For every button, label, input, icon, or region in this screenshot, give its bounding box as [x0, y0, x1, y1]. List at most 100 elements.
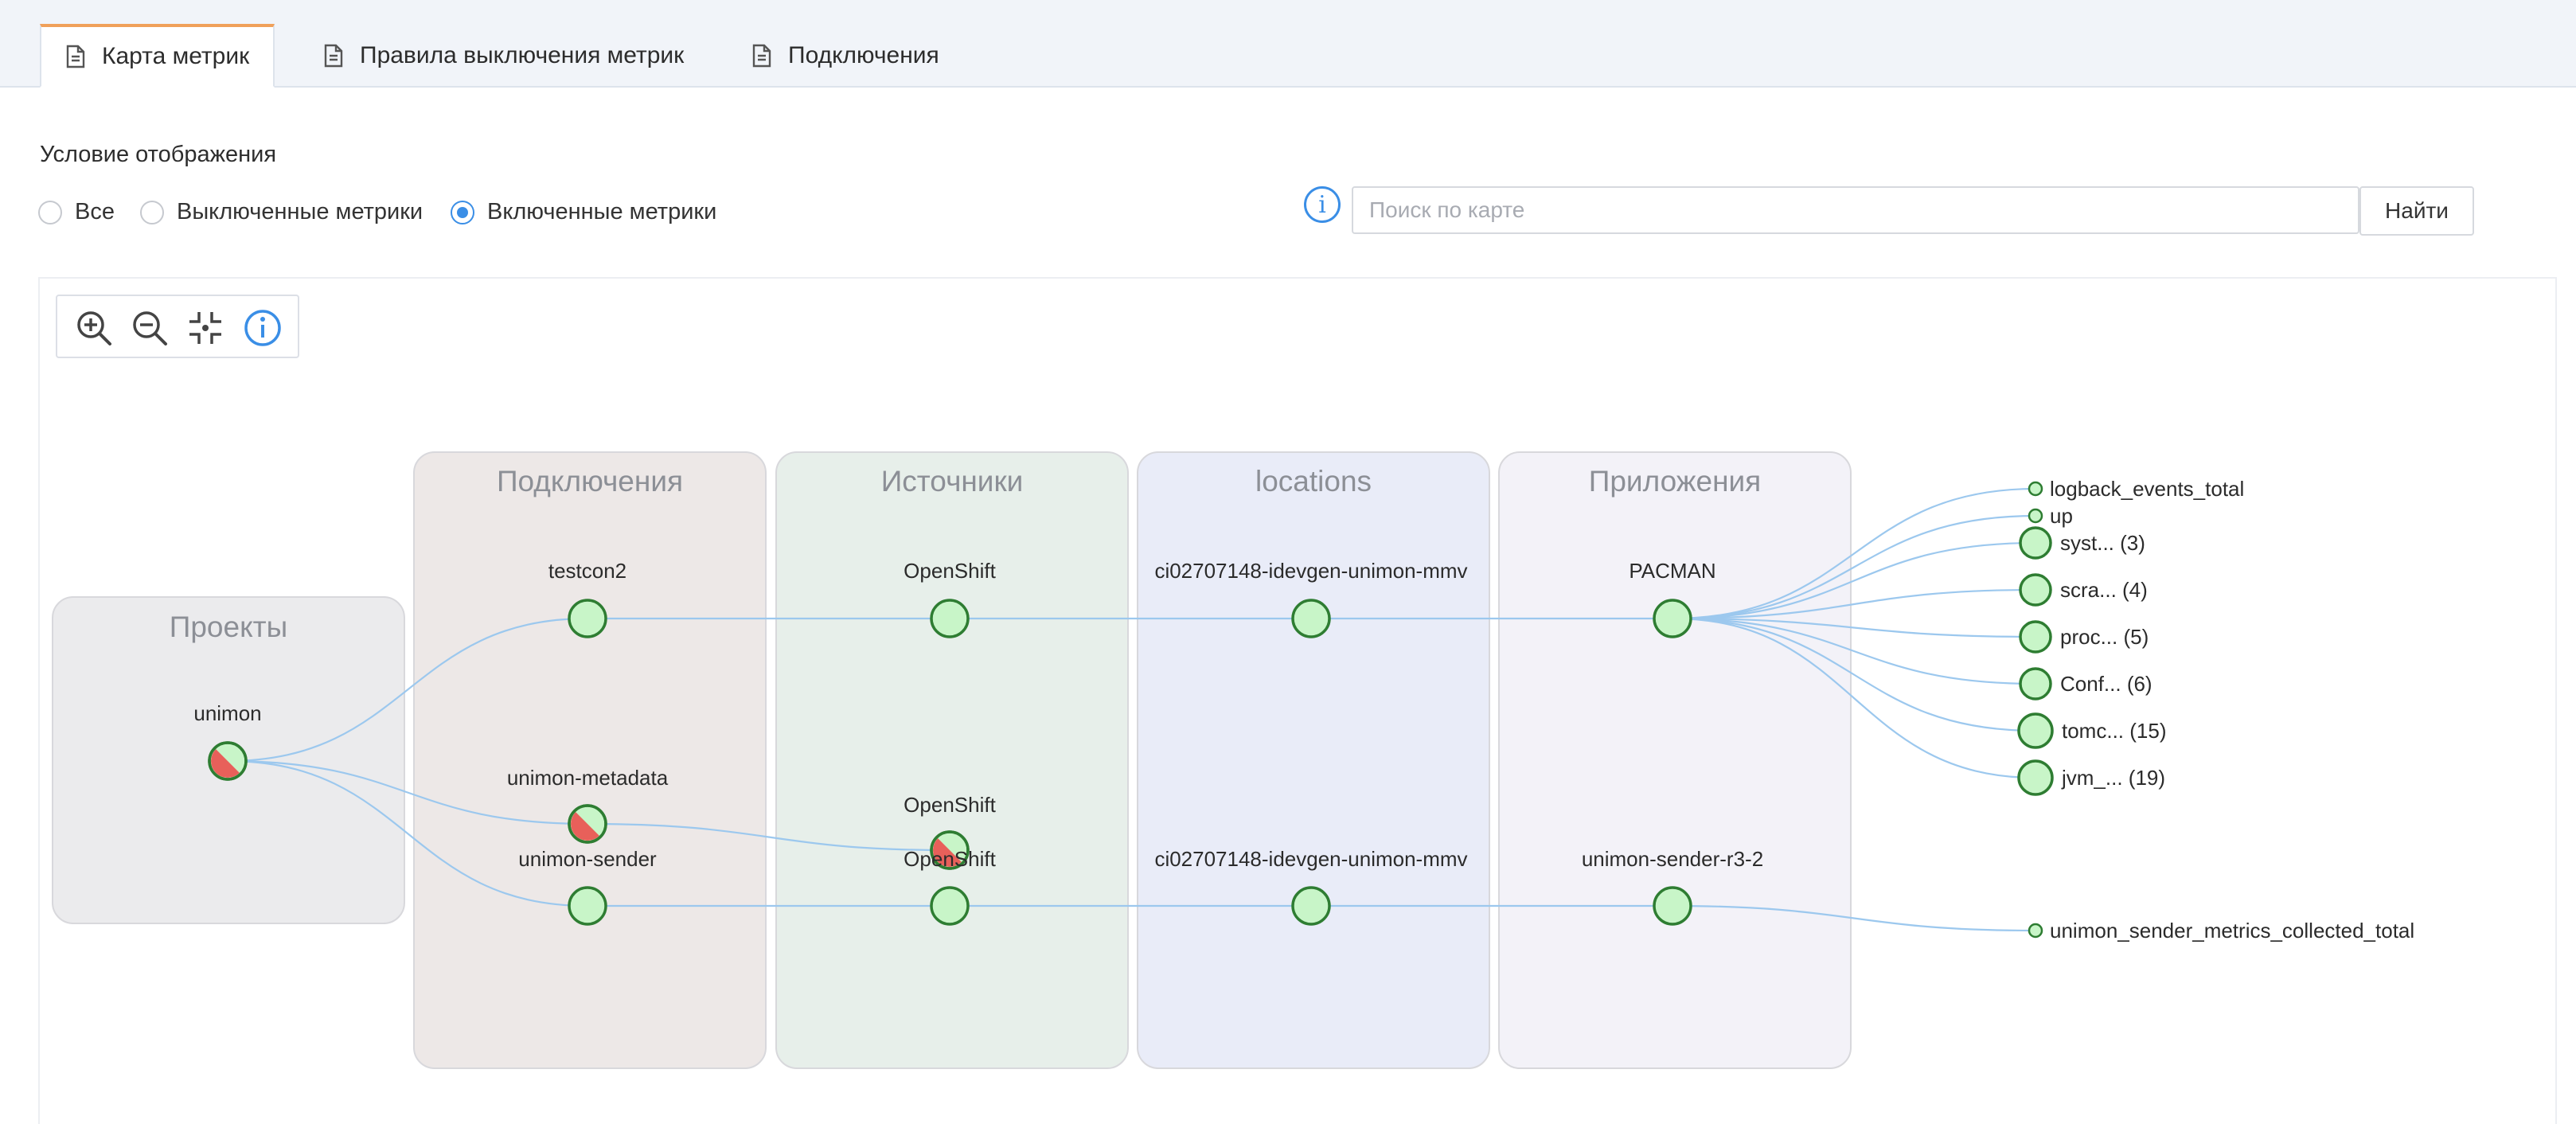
display-condition-label: Условие отображения: [40, 142, 277, 167]
radio-circle[interactable]: [140, 200, 164, 224]
node-circle[interactable]: [568, 599, 607, 638]
tab-disable-rules[interactable]: Правила выключения метрик: [323, 24, 684, 88]
column-connections-title: Подключения: [497, 465, 683, 498]
radio-label: Выключенные метрики: [177, 199, 423, 224]
graph-edge: [1672, 541, 2036, 620]
map-search-input[interactable]: [1352, 186, 2359, 234]
metric-circle[interactable]: [2019, 573, 2052, 607]
graph-edge: [1672, 487, 2036, 620]
node-label: OpenShift: [904, 559, 996, 583]
radio-all[interactable]: Все: [38, 199, 115, 225]
node-label: unimon-sender: [518, 847, 657, 871]
node-label: unimon-metadata: [507, 766, 669, 790]
graph-node[interactable]: [568, 886, 607, 926]
radio-circle[interactable]: [451, 200, 474, 224]
node-label: ci02707148-idevgen-unimon-mmv: [1154, 559, 1467, 583]
metric-circle[interactable]: [2028, 508, 2043, 524]
tab-bar: Карта метрик Правила выключения метрик П…: [0, 0, 2576, 88]
node-circle[interactable]: [568, 886, 607, 926]
metric-node[interactable]: [2019, 620, 2052, 654]
metric-circle[interactable]: [2019, 620, 2052, 654]
tab-metrics-map[interactable]: Карта метрик: [40, 24, 275, 88]
metric-node[interactable]: [2017, 759, 2054, 796]
metric-circle[interactable]: [2028, 481, 2043, 497]
zoom-out-icon[interactable]: [129, 307, 170, 349]
metric-node[interactable]: [2019, 667, 2052, 701]
column-applications-title: Приложения: [1589, 465, 1761, 498]
metric-label: jvm_... (19): [2061, 766, 2165, 790]
node-label: OpenShift: [904, 793, 996, 817]
graph-node[interactable]: [1291, 886, 1331, 926]
info-icon[interactable]: [242, 307, 283, 349]
radio-circle[interactable]: [38, 200, 62, 224]
graph-node[interactable]: [1653, 886, 1692, 926]
node-circle[interactable]: [1653, 886, 1692, 926]
graph-node[interactable]: [1653, 599, 1692, 638]
column-locations: [1137, 451, 1490, 1069]
search-info-icon[interactable]: i: [1304, 186, 1341, 223]
tab-label: Карта метрик: [102, 43, 250, 69]
node-label: testcon2: [548, 559, 626, 583]
node-circle[interactable]: [1291, 886, 1331, 926]
document-icon: [66, 45, 85, 68]
document-icon: [752, 44, 771, 68]
fit-to-screen-icon[interactable]: [185, 307, 226, 349]
tab-label: Подключения: [788, 42, 939, 68]
graph-node[interactable]: [208, 741, 248, 781]
graph-node[interactable]: [568, 599, 607, 638]
graph-node[interactable]: [568, 804, 607, 844]
node-outline: [568, 804, 607, 844]
node-disabled-part: [211, 749, 240, 779]
graph-edge: [1672, 617, 2036, 638]
metric-node[interactable]: [2028, 923, 2043, 939]
zoom-in-icon[interactable]: [73, 307, 115, 349]
metric-circle[interactable]: [2028, 923, 2043, 939]
radio-enabled-metrics[interactable]: Включенные метрики: [451, 199, 716, 225]
graph-edge: [1672, 617, 2036, 685]
metric-label: unimon_sender_metrics_collected_total: [2050, 919, 2414, 943]
metric-node[interactable]: [2019, 526, 2052, 560]
node-circle[interactable]: [1291, 599, 1331, 638]
graph-node[interactable]: [930, 599, 970, 638]
column-projects-title: Проекты: [170, 611, 287, 643]
metric-label: up: [2050, 504, 2073, 528]
search-button[interactable]: Найти: [2359, 186, 2474, 236]
node-disabled-part: [571, 812, 599, 841]
metric-node[interactable]: [2028, 481, 2043, 497]
tab-label: Правила выключения метрик: [360, 42, 685, 68]
metric-circle[interactable]: [2019, 667, 2052, 701]
graph-edge: [227, 759, 588, 825]
metric-node[interactable]: [2017, 712, 2054, 749]
metric-node[interactable]: [2028, 508, 2043, 524]
node-label: unimon: [193, 701, 261, 725]
node-circle[interactable]: [930, 886, 970, 926]
document-icon: [324, 44, 343, 68]
column-sources: [775, 451, 1129, 1069]
graph-edges: [227, 487, 2036, 932]
metric-node[interactable]: [2019, 573, 2052, 607]
column-locations-title: locations: [1255, 465, 1372, 498]
metric-circle[interactable]: [2019, 526, 2052, 560]
map-toolbar: [56, 295, 299, 358]
graph-edge: [1672, 514, 2036, 620]
graph-edge: [1672, 617, 2036, 779]
metric-label: proc... (5): [2060, 625, 2149, 649]
metric-circle[interactable]: [2017, 759, 2054, 796]
tab-connections[interactable]: Подключения: [751, 24, 939, 88]
metric-label: scra... (4): [2060, 578, 2148, 602]
node-circle[interactable]: [930, 599, 970, 638]
metric-circle[interactable]: [2017, 712, 2054, 749]
metric-label: tomc... (15): [2062, 719, 2166, 743]
graph-edge: [1672, 588, 2036, 620]
metric-label: logback_events_total: [2050, 477, 2244, 501]
node-circle[interactable]: [1653, 599, 1692, 638]
radio-disabled-metrics[interactable]: Выключенные метрики: [140, 199, 423, 225]
metric-label: syst... (3): [2060, 531, 2145, 555]
graph-node[interactable]: [930, 886, 970, 926]
graph-edge: [1672, 617, 2036, 732]
graph-node[interactable]: [930, 830, 970, 870]
node-label: PACMAN: [1629, 559, 1715, 583]
graph-node[interactable]: [1291, 599, 1331, 638]
node-label: unimon-sender-r3-2: [1582, 847, 1763, 871]
